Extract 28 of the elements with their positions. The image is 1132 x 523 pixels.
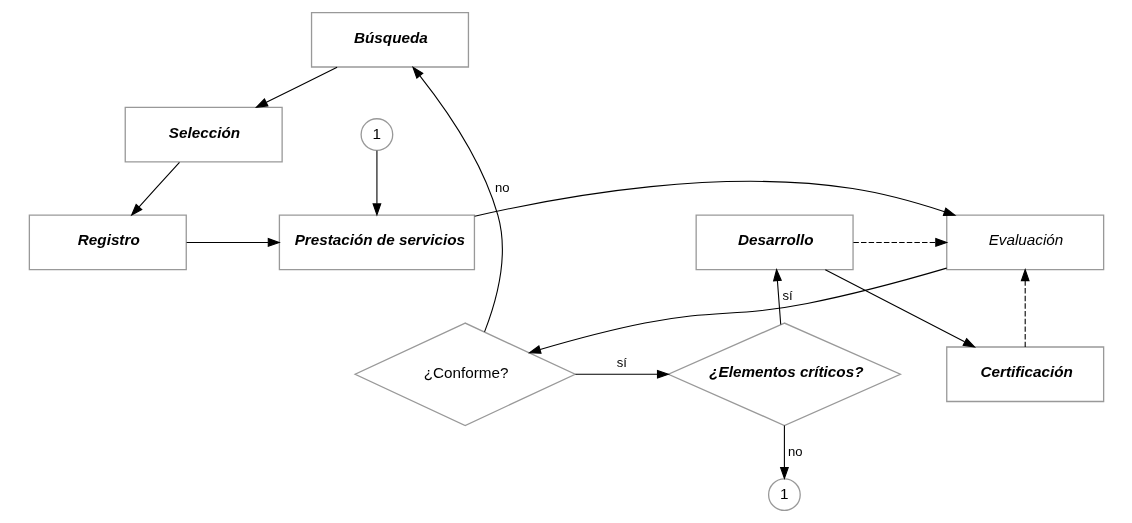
edge-label: sí (616, 355, 627, 371)
arrow (371, 150, 381, 217)
arrow (772, 268, 782, 325)
arrow (411, 65, 503, 333)
arrow (185, 237, 281, 247)
edge-label: no (494, 179, 509, 195)
node-box: Selección (124, 106, 283, 163)
edge-label: sí (782, 287, 793, 303)
arrow (254, 66, 338, 109)
arrow (824, 269, 976, 348)
node-box: Registro (28, 214, 187, 271)
node-diamond: ¿Elementos críticos? (666, 322, 902, 427)
arrow (574, 369, 670, 379)
edge-label: no (787, 443, 803, 459)
node-box: Desarrollo (695, 214, 854, 271)
arrow (473, 180, 956, 217)
node-box: Prestación de servicios (278, 214, 475, 271)
arrow (779, 424, 789, 481)
node-circle: 1 (359, 118, 393, 152)
arrow (852, 237, 948, 247)
arrow (130, 161, 180, 217)
node-box: Certificación (945, 346, 1104, 403)
node-box: Búsqueda (310, 11, 469, 68)
arrow (527, 267, 947, 354)
node-circle: 1 (767, 478, 801, 512)
arrow (1020, 268, 1030, 348)
node-diamond: ¿Conforme? (353, 322, 577, 427)
node-box: Evaluación (945, 214, 1104, 271)
